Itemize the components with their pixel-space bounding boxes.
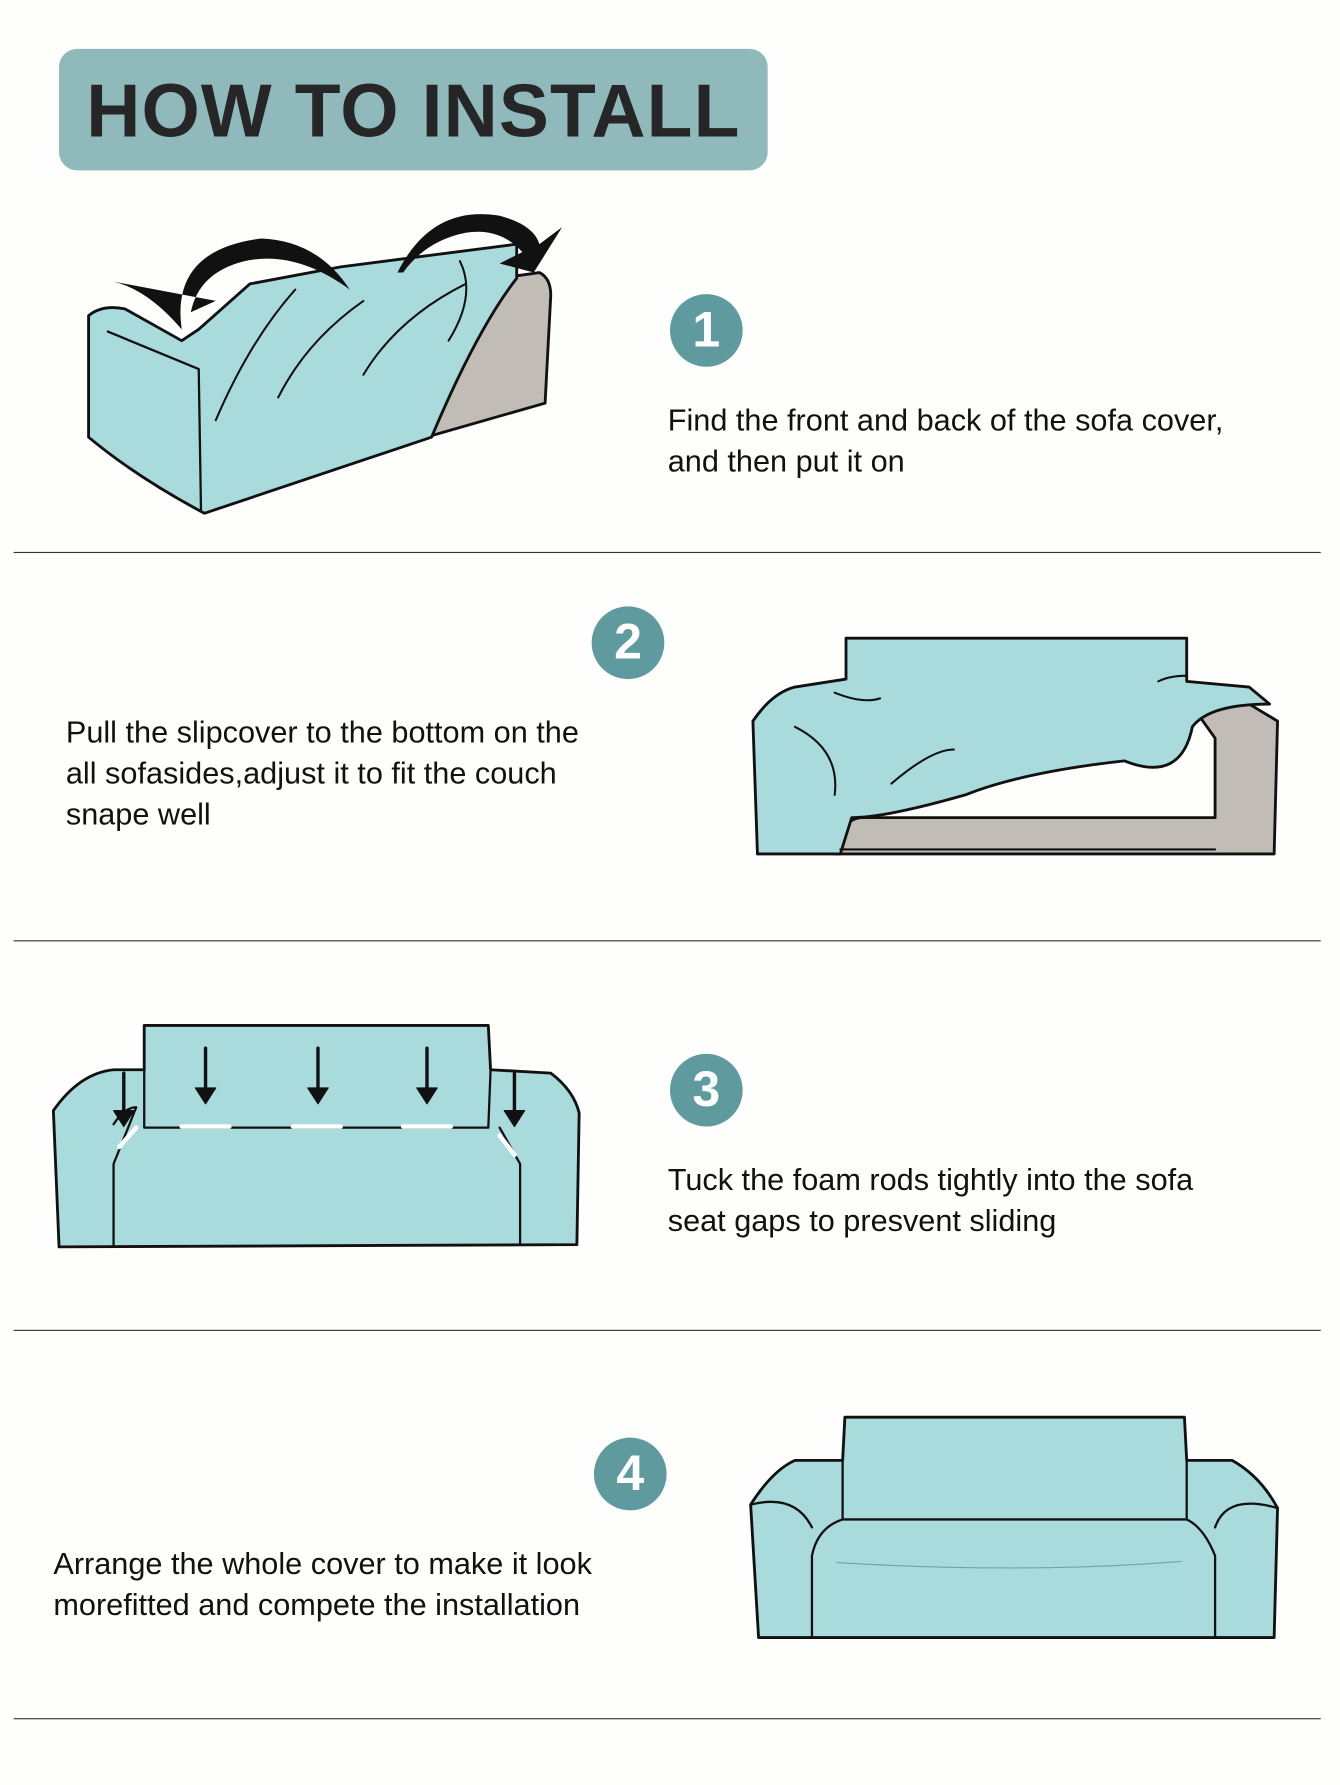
sofa-illustration-step-3 [51, 1024, 581, 1249]
section-divider [13, 940, 1321, 942]
step-text-line: Arrange the whole cover to make it look [53, 1546, 592, 1581]
step-text-line: Find the front and back of the sofa cove… [667, 403, 1224, 438]
step-text-line: all sofasides,adjust it to fit the couch [65, 756, 557, 791]
step-number-badge: 3 [670, 1053, 743, 1127]
section-divider [13, 551, 1321, 554]
title-banner: HOW TO INSTALL [59, 48, 768, 171]
step-1-instructions: Find the front and back of the sofa cove… [668, 400, 1224, 482]
section-divider [13, 1329, 1321, 1331]
step-4-instructions: Arrange the whole cover to make it look … [53, 1543, 592, 1625]
sofa-illustration-step-4 [749, 1415, 1279, 1639]
page-title: HOW TO INSTALL [86, 67, 741, 152]
step-text-line: snape well [65, 797, 211, 832]
step-3-instructions: Tuck the foam rods tightly into the sofa… [668, 1159, 1193, 1241]
step-number-badge: 4 [593, 1437, 667, 1511]
step-text-line: seat gaps to presvent sliding [667, 1203, 1057, 1238]
section-divider [13, 1718, 1321, 1720]
step-text-line: and then put it on [667, 444, 905, 479]
step-2-instructions: Pull the slipcover to the bottom on the … [66, 712, 579, 835]
step-text-line: morefitted and compete the installation [53, 1587, 581, 1622]
step-number-badge: 1 [670, 294, 743, 367]
sofa-illustration-step-2 [751, 636, 1279, 856]
step-text-line: Pull the slipcover to the bottom on the [65, 715, 579, 750]
sofa-illustration-step-1 [87, 214, 563, 515]
step-text-line: Tuck the foam rods tightly into the sofa [667, 1162, 1194, 1197]
step-number-badge: 2 [591, 606, 665, 680]
